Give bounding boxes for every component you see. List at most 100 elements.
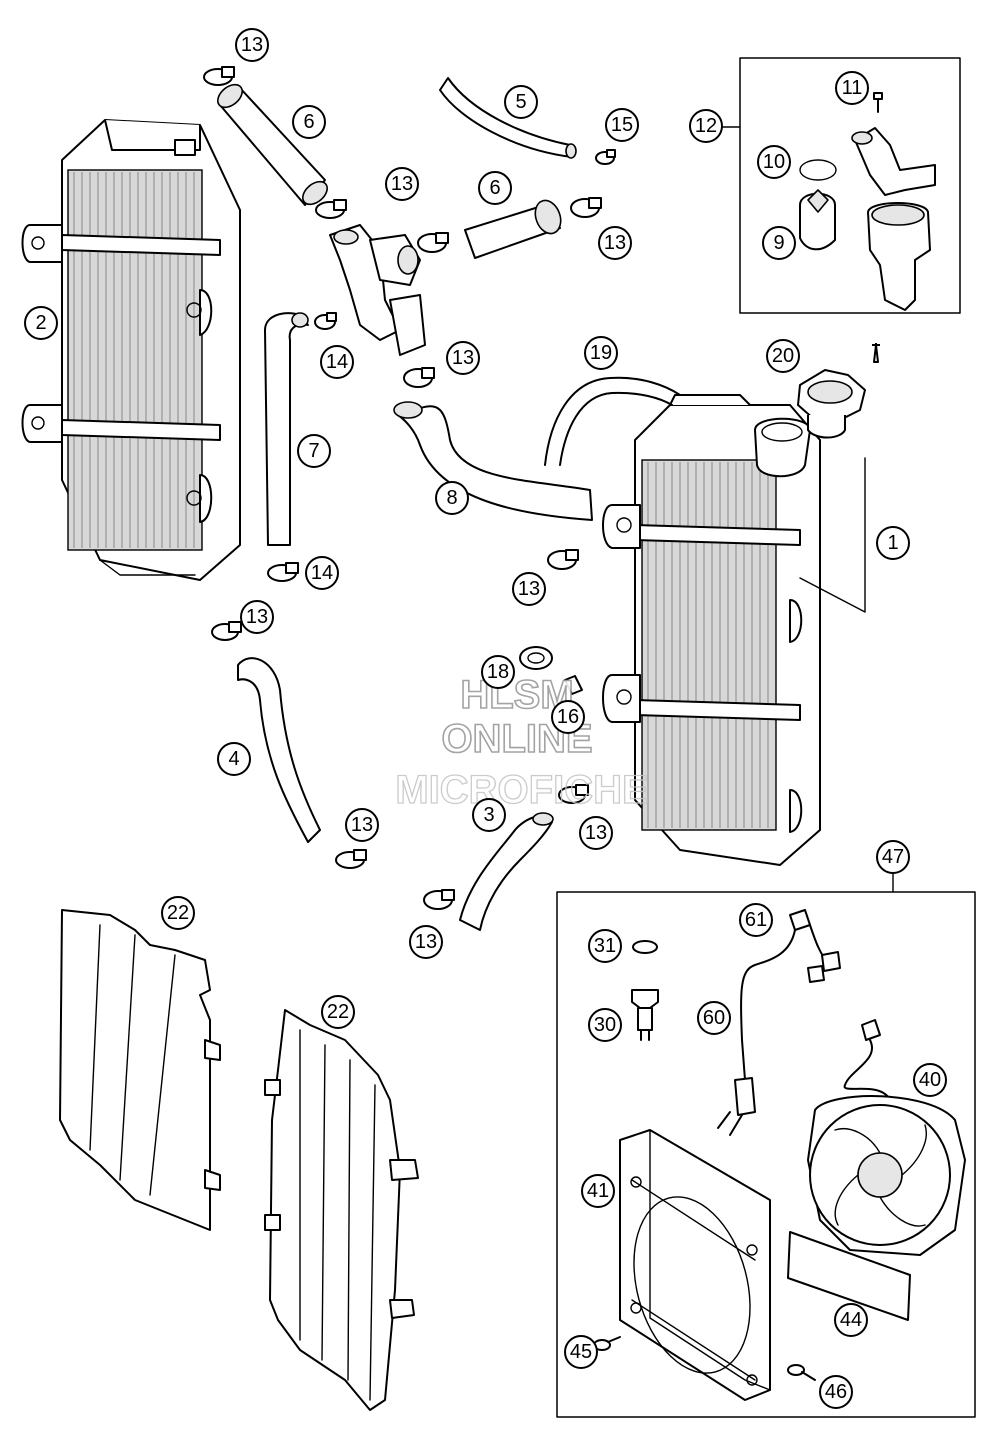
- callout-c8[interactable]: 9: [762, 226, 796, 260]
- callout-c29[interactable]: 47: [876, 840, 910, 874]
- callout-label: 2: [35, 312, 46, 334]
- callout-label: 18: [487, 661, 509, 683]
- callout-c13[interactable]: 14: [320, 345, 354, 379]
- hose-19: [544, 376, 681, 466]
- callout-label: 14: [311, 562, 333, 584]
- callout-c15[interactable]: 19: [584, 336, 618, 370]
- callout-c2[interactable]: 6: [292, 105, 326, 139]
- callout-c12[interactable]: 13: [598, 226, 632, 260]
- callout-label: 41: [587, 1180, 609, 1202]
- callout-label: 6: [303, 111, 314, 133]
- hose-7: [264, 312, 309, 546]
- watermark-line-3: MICROFICHE: [395, 768, 648, 812]
- screw-45: [593, 1336, 621, 1351]
- radiator-guard-left: [59, 909, 221, 1231]
- callout-label: 6: [489, 177, 500, 199]
- callout-c32[interactable]: 61: [739, 903, 773, 937]
- callout-label: 46: [825, 1381, 847, 1403]
- callout-c31[interactable]: 13: [409, 925, 443, 959]
- hose-clamps: [203, 66, 616, 910]
- callout-label: 12: [695, 115, 717, 137]
- callout-c26[interactable]: 3: [472, 798, 506, 832]
- callout-label: 16: [557, 706, 579, 728]
- callout-label: 13: [391, 173, 413, 195]
- callout-label: 61: [745, 909, 767, 931]
- callout-c28[interactable]: 13: [579, 816, 613, 850]
- callout-label: 9: [773, 232, 784, 254]
- fan-frame-41: [619, 1129, 771, 1401]
- callout-label: 13: [452, 347, 474, 369]
- callout-c41[interactable]: 46: [819, 1375, 853, 1409]
- callout-label: 13: [246, 606, 268, 628]
- sealing-ring-31: [632, 940, 658, 954]
- callout-label: 13: [415, 931, 437, 953]
- hose-8: [393, 401, 593, 521]
- callout-c1[interactable]: 13: [235, 28, 269, 62]
- callout-label: 31: [594, 935, 616, 957]
- callout-c14[interactable]: 13: [446, 341, 480, 375]
- left-radiator: [21, 119, 241, 581]
- callout-label: 15: [611, 114, 633, 136]
- callout-label: 47: [882, 846, 904, 868]
- callout-c11[interactable]: 6: [478, 171, 512, 205]
- callout-c10[interactable]: 13: [385, 167, 419, 201]
- callout-c36[interactable]: 30: [588, 1008, 622, 1042]
- callout-label: 20: [772, 345, 794, 367]
- temperature-switch-30: [631, 989, 659, 1041]
- callout-c22[interactable]: 13: [512, 572, 546, 606]
- callout-label: 13: [241, 34, 263, 56]
- callout-c24[interactable]: 16: [551, 700, 585, 734]
- callout-c30[interactable]: 22: [161, 896, 195, 930]
- callout-c16[interactable]: 20: [766, 339, 800, 373]
- radiator-guard-right: [264, 1009, 419, 1411]
- hose-6-right: [464, 199, 562, 259]
- callout-c21[interactable]: 13: [240, 600, 274, 634]
- callout-c33[interactable]: 31: [588, 929, 622, 963]
- callout-c19[interactable]: 1: [876, 526, 910, 560]
- callout-c38[interactable]: 41: [581, 1174, 615, 1208]
- part-callouts: 13 6 5 15 12 11 10 9 2 13 6 13 14 13 19 …: [24, 28, 947, 1409]
- callout-c5[interactable]: 12: [689, 109, 723, 143]
- callout-label: 13: [351, 814, 373, 836]
- hose-6-upper: [217, 83, 328, 206]
- callout-c4[interactable]: 15: [605, 108, 639, 142]
- callout-c6[interactable]: 11: [835, 71, 869, 105]
- callout-label: 14: [326, 351, 348, 373]
- thermostat-housing: [329, 224, 426, 356]
- callout-c18[interactable]: 8: [435, 481, 469, 515]
- fan-40: [807, 1019, 966, 1256]
- sealing-ring-and-screw: [519, 646, 583, 695]
- callout-label: 60: [703, 1007, 725, 1029]
- callout-c39[interactable]: 44: [834, 1303, 868, 1337]
- callout-c40[interactable]: 45: [564, 1335, 598, 1369]
- callout-c20[interactable]: 14: [305, 556, 339, 590]
- callout-c35[interactable]: 60: [697, 1001, 731, 1035]
- callout-label: 19: [590, 342, 612, 364]
- callout-label: 13: [518, 578, 540, 600]
- callout-c27[interactable]: 13: [345, 808, 379, 842]
- callout-label: 40: [919, 1069, 941, 1091]
- callout-c23[interactable]: 18: [481, 655, 515, 689]
- callout-label: 11: [842, 77, 863, 99]
- screw-46: [787, 1364, 816, 1381]
- callout-label: 7: [308, 440, 319, 462]
- callout-label: 5: [515, 91, 526, 113]
- watermark-line-1: HLSM: [460, 673, 573, 717]
- callout-label: 1: [887, 532, 898, 554]
- callout-c3[interactable]: 5: [504, 85, 538, 119]
- callout-label: 30: [594, 1014, 616, 1036]
- callout-label: 4: [228, 748, 239, 770]
- callout-c37[interactable]: 40: [913, 1063, 947, 1097]
- callout-c17[interactable]: 7: [297, 434, 331, 468]
- radiator-cap: [797, 369, 866, 439]
- callout-label: 45: [570, 1341, 592, 1363]
- callout-c34[interactable]: 22: [321, 995, 355, 1029]
- callout-c25[interactable]: 4: [217, 742, 251, 776]
- callout-label: 22: [327, 1001, 349, 1023]
- callout-c9[interactable]: 2: [24, 306, 58, 340]
- callout-label: 3: [483, 804, 494, 826]
- right-radiator: [602, 394, 866, 866]
- callout-label: 8: [446, 487, 457, 509]
- callout-c7[interactable]: 10: [757, 145, 791, 179]
